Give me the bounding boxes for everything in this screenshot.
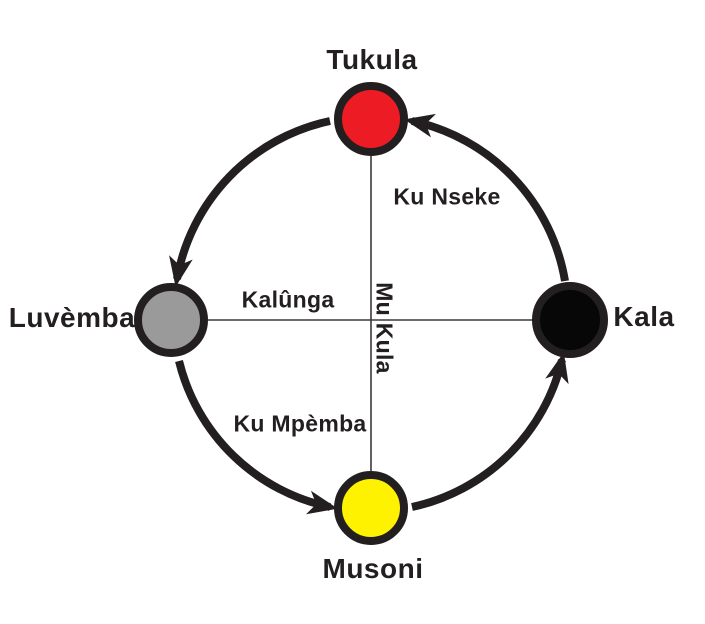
musoni-node-circle [334,471,408,545]
tukula-node-circle [334,82,408,156]
arc-kala-to-tukula [404,113,569,282]
arc-luvemba-to-musoni [175,360,338,515]
kala-node-label: Kala [613,301,675,332]
arc-musoni-to-kala [411,352,569,511]
luvemba-node-label: Luvèmba [8,302,136,333]
tukula-node-label: Tukula [326,44,418,75]
ku-mpemba-label: Ku Mpèmba [233,410,367,437]
mu-kula-label: Mu Kula [371,282,398,374]
kala-node-circle [532,282,608,358]
luvemba-node-circle [134,283,208,357]
kalunga-label: Kalûnga [241,286,335,313]
arc-tukula-to-luvemba [169,117,331,287]
ku-nseke-label: Ku Nseke [393,183,501,210]
musoni-node-label: Musoni [322,553,424,584]
